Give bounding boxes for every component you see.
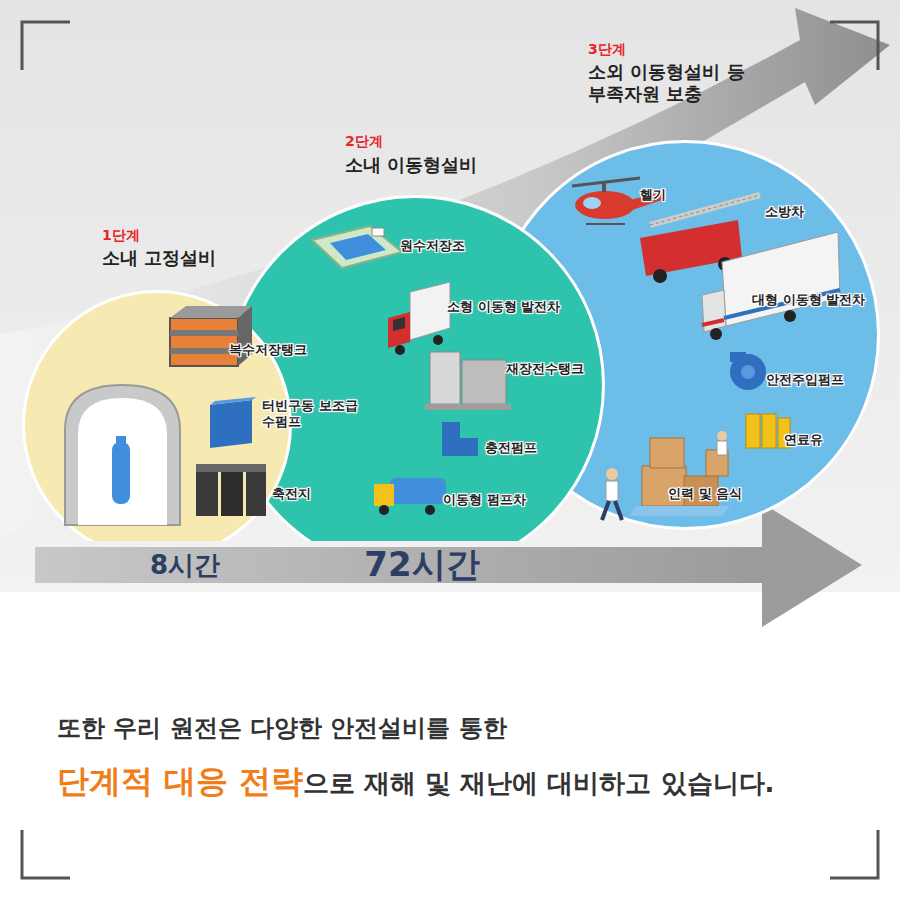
caption-row: 단계적 대응 전략으로 재해 및 재난에 대비하고 있습니다.: [57, 760, 774, 804]
time-label: 72시간: [364, 542, 479, 588]
equipment-label: 충전펌프: [485, 440, 537, 456]
equipment-label: 원수저장조: [400, 238, 465, 254]
stage-number: 1단계: [102, 227, 140, 244]
corner-brackets: [22, 22, 878, 878]
top-panel: [0, 0, 900, 592]
stage-title: 소내 이동형설비: [345, 154, 477, 176]
caption-line: 또한 우리 원전은 다양한 안전설비를 통한: [57, 712, 507, 744]
time-label: 8시간: [150, 548, 220, 583]
equipment-label: 안전주입펌프: [766, 372, 844, 388]
equipment-label: 터빈구동 보조급수펌프: [262, 398, 358, 429]
equipment-label: 재장전수탱크: [506, 361, 584, 377]
equipment-label: 연료유: [784, 432, 823, 448]
equipment-label: 이동형 펌프차: [443, 492, 526, 508]
caption-line: 으로 재해 및 재난에 대비하고 있습니다.: [303, 766, 774, 801]
stage-number: 3단계: [588, 41, 626, 58]
stage-title: 소외 이동형설비 등 부족자원 보충: [588, 61, 760, 104]
equipment-label: 대형 이동형 발전차: [752, 292, 865, 308]
equipment-label: 헬기: [640, 187, 666, 203]
equipment-label: 복수저장탱크: [229, 342, 307, 358]
stage-one-circle: 1단계소내 고정설비복수저장탱크터빈구동 보조급수펌프축전지: [22, 290, 292, 541]
equipment-label: 인력 및 음식: [668, 486, 742, 502]
stage-number: 2단계: [345, 133, 383, 150]
time-arrowhead: [762, 503, 862, 627]
stage-title: 소내 고정설비: [102, 247, 216, 269]
circle-shape: [22, 290, 292, 541]
equipment-label: 소방차: [765, 204, 804, 220]
caption-highlight: 단계적 대응 전략: [57, 760, 303, 804]
equipment-label: 소형 이동형 발전차: [447, 299, 560, 315]
equipment-label: 축전지: [272, 486, 311, 502]
